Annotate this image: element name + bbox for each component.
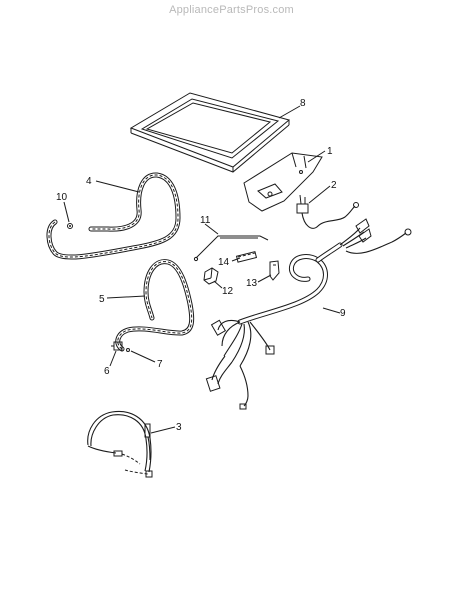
part-10-screw[interactable] [67, 223, 73, 229]
leader-12 [213, 280, 223, 289]
callout-8: 8 [300, 98, 306, 109]
leader-5 [106, 295, 146, 299]
watermark-text: AppliancePartsPros.com [169, 4, 294, 16]
part-5-hose[interactable] [115, 259, 195, 352]
part-13-clip[interactable] [269, 260, 280, 281]
callout-4: 4 [86, 176, 92, 187]
part-4-hose[interactable] [46, 172, 181, 260]
part-6-fitting[interactable] [111, 341, 123, 351]
leader-7 [130, 350, 156, 363]
callout-6: 6 [104, 366, 110, 377]
callout-12: 12 [222, 286, 234, 297]
part-11-rod[interactable] [193, 235, 269, 262]
part-2-switch[interactable] [296, 194, 359, 229]
part-9-harness[interactable] [205, 218, 412, 410]
callout-13: 13 [246, 278, 258, 289]
callout-7: 7 [157, 359, 163, 370]
part-8-frame[interactable] [129, 92, 291, 173]
leader-2 [308, 185, 331, 204]
callout-11: 11 [200, 215, 211, 226]
leader-1 [307, 150, 326, 163]
leader-8 [278, 105, 301, 119]
part-7-pin[interactable] [126, 348, 130, 352]
callout-10: 10 [56, 192, 68, 203]
leader-13 [257, 274, 272, 283]
part-14-clip[interactable] [235, 251, 258, 263]
leader-11 [204, 223, 219, 235]
leader-6 [109, 350, 117, 367]
leader-9 [322, 307, 341, 314]
callout-1: 1 [327, 146, 333, 157]
leader-3 [150, 426, 176, 434]
part-1-bracket[interactable] [243, 152, 323, 212]
callout-3: 3 [176, 422, 182, 433]
leader-14 [231, 257, 241, 262]
callout-2: 2 [331, 180, 337, 191]
leader-10 [63, 201, 70, 223]
leader-4 [95, 180, 140, 193]
callout-5: 5 [99, 294, 105, 305]
part-12-block[interactable] [203, 267, 219, 285]
callout-14: 14 [218, 257, 230, 268]
part-3-harness[interactable] [87, 410, 153, 478]
callout-9: 9 [340, 308, 346, 319]
